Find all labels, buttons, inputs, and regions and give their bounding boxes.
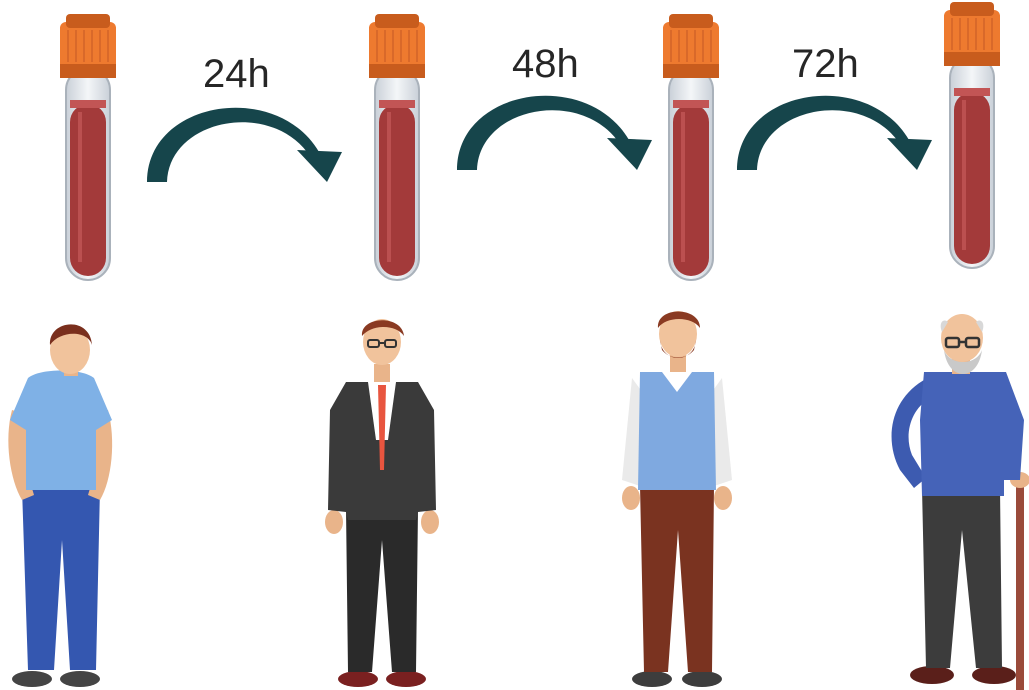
interval-label-72h: 72h [792,42,859,86]
interval-label-48h: 48h [512,42,579,86]
blood-tube-icon [369,14,425,281]
man-in-suit-icon [325,319,439,687]
curved-arrow-icon [457,95,652,170]
man-in-vest-icon [622,311,732,687]
curved-arrow-icon [147,107,342,182]
blood-tube-icon [60,14,116,281]
interval-label-24h: 24h [203,52,270,96]
curved-arrow-icon [737,95,932,170]
elderly-man-with-cane-icon [891,314,1029,690]
young-man-casual-icon [8,324,113,687]
blood-tube-icon [663,14,719,281]
blood-tube-icon [944,2,1000,269]
